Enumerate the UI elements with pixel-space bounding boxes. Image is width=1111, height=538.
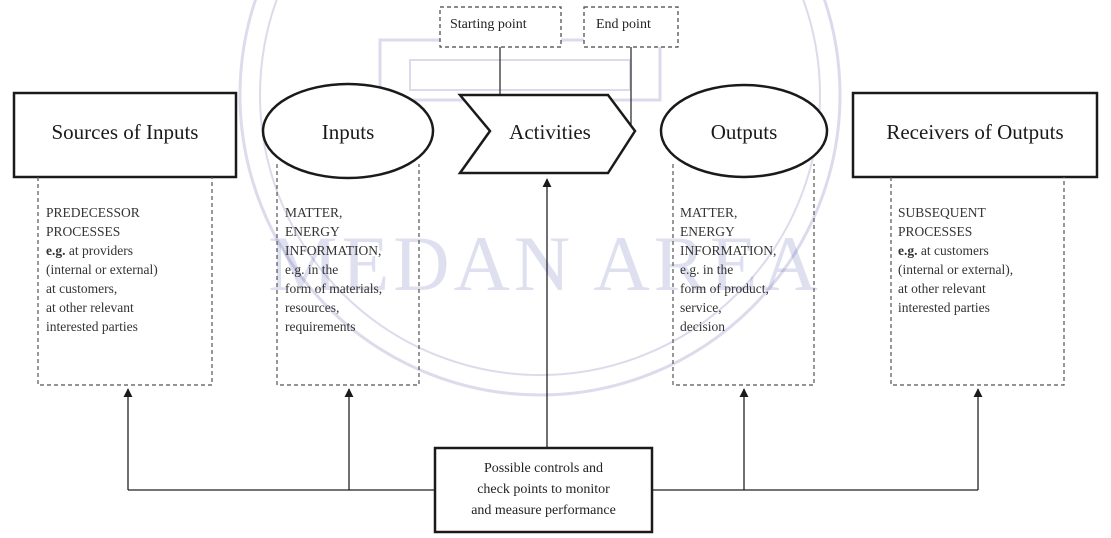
inputs-note-line: form of materials, (285, 281, 383, 296)
sources-note-line: PREDECESSOR (46, 205, 140, 220)
sources-note-line: at customers, (46, 281, 118, 296)
controls-line: Possible controls and (484, 461, 603, 476)
inputs-note-line: resources, (285, 300, 340, 315)
receivers-note-frame (890, 177, 1065, 386)
controls-line: check points to monitor (477, 482, 610, 497)
outputs-ellipse (659, 83, 829, 179)
activities-chevron (457, 93, 637, 175)
outputs-note: MATTER, ENERGY INFORMATION, e.g. in the … (680, 203, 776, 336)
outputs-note-line: form of product, (680, 281, 769, 296)
receivers-note-line: (internal or external), (898, 262, 1014, 277)
inputs-note: MATTER, ENERGY INFORMATION, e.g. in the … (285, 203, 382, 336)
receivers-note-line: SUBSEQUENT (898, 205, 986, 220)
sources-note-example: e.g. at providers (46, 243, 133, 258)
watermark-text: MEDAN AREA (268, 220, 822, 307)
end-point-label: End point (596, 17, 651, 32)
controls-box (433, 446, 654, 534)
outputs-note-line: decision (680, 319, 725, 334)
inputs-ellipse (261, 82, 435, 180)
receivers-note-line: PROCESSES (898, 224, 973, 239)
end-point-box (583, 6, 679, 48)
inputs-note-line: ENERGY (285, 224, 340, 239)
inputs-note-line: INFORMATION, (285, 243, 382, 258)
inputs-note-line: requirements (285, 319, 356, 334)
outputs-note-line: INFORMATION, (680, 243, 777, 258)
receivers-of-outputs-label: Receivers of Outputs (886, 120, 1064, 144)
controls-text: Possible controls and check points to mo… (435, 458, 652, 521)
receivers-note-line: interested parties (898, 300, 990, 315)
activities-label: Activities (509, 120, 591, 144)
outputs-note-line: ENERGY (680, 224, 735, 239)
sources-of-inputs-label: Sources of Inputs (51, 120, 199, 144)
sources-note: PREDECESSOR PROCESSES e.g. at providers … (46, 203, 158, 336)
sources-note-line: PROCESSES (46, 224, 121, 239)
starting-point-label: Starting point (450, 17, 527, 32)
receivers-of-outputs-box (851, 91, 1099, 179)
sources-of-inputs-box (12, 91, 238, 179)
controls-line: and measure performance (471, 503, 616, 518)
outputs-note-example: e.g. in the (680, 262, 734, 277)
outputs-note-line: MATTER, (680, 205, 738, 220)
sources-note-frame (37, 177, 213, 386)
receivers-note: SUBSEQUENT PROCESSES e.g. at customers (… (898, 203, 1013, 317)
outputs-label: Outputs (710, 120, 778, 144)
inputs-label: Inputs (321, 120, 375, 144)
receivers-note-line: at other relevant (898, 281, 986, 296)
sources-note-line: at other relevant (46, 300, 134, 315)
inputs-note-line: MATTER, (285, 205, 343, 220)
sources-note-line: (internal or external) (46, 262, 158, 277)
outputs-note-frame (672, 164, 815, 386)
outputs-note-line: service, (680, 300, 722, 315)
receivers-note-example: e.g. at customers (898, 243, 989, 258)
starting-point-box (439, 6, 562, 48)
sources-note-line: interested parties (46, 319, 138, 334)
inputs-note-example: e.g. in the (285, 262, 339, 277)
